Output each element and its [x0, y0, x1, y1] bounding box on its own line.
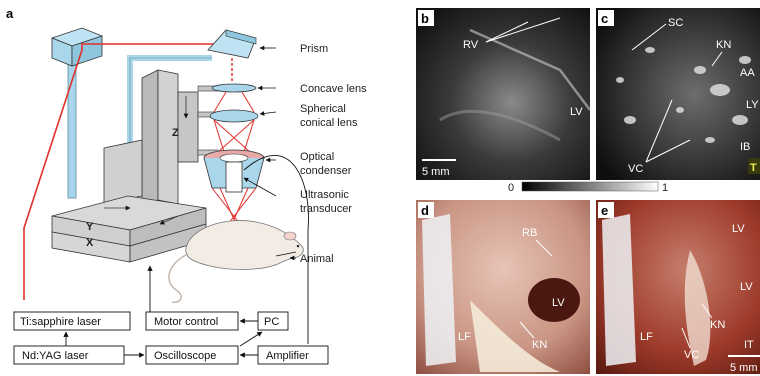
- label-c-sc: SC: [668, 17, 683, 29]
- oscilloscope-label: Oscilloscope: [154, 350, 216, 362]
- label-c-ly: LY: [746, 99, 759, 111]
- label-spherical-2: conical lens: [300, 117, 358, 129]
- block-connections: [66, 266, 262, 355]
- animal-eye: [297, 245, 300, 248]
- schematic-panel: a Z Y X: [6, 6, 367, 364]
- label-concave-lens: Concave lens: [300, 83, 367, 95]
- concave-lens: [212, 84, 256, 92]
- label-c-t: T: [750, 162, 757, 174]
- photoacoustic-image-c: [596, 8, 760, 180]
- label-e-scale: 5 mm: [730, 362, 758, 374]
- colorbar-max: 1: [662, 182, 668, 194]
- label-b-scale: 5 mm: [422, 166, 450, 178]
- animal-ear: [284, 232, 296, 240]
- label-optical-2: condenser: [300, 165, 352, 177]
- stage-x-label: X: [86, 237, 94, 249]
- panel-label-c: c: [601, 11, 608, 26]
- amplifier-label: Amplifier: [266, 350, 309, 362]
- photo-panel-d: d RB LV LF KN: [416, 200, 590, 374]
- label-d-lv: LV: [552, 297, 565, 309]
- panel-label-b: b: [421, 11, 429, 26]
- label-d-kn: KN: [532, 339, 547, 351]
- label-c-kn: KN: [716, 39, 731, 51]
- ultrasonic-transducer: [226, 162, 242, 192]
- skin-fold-d: [422, 214, 456, 366]
- block-diagram: Ti:sapphire laser Motor control PC Nd:YA…: [14, 312, 328, 364]
- pc-label: PC: [264, 316, 279, 328]
- stage-y-label: Y: [86, 221, 94, 233]
- colorbar: 0 1: [508, 182, 668, 194]
- label-spherical-1: Spherical: [300, 103, 346, 115]
- label-e-kn: KN: [710, 319, 725, 331]
- label-c-aa: AA: [740, 67, 755, 79]
- motor-control-label: Motor control: [154, 316, 218, 328]
- label-c-vc: VC: [628, 163, 643, 175]
- label-d-rb: RB: [522, 227, 537, 239]
- panel-label-d: d: [421, 203, 429, 218]
- ti-sapphire-label: Ti:sapphire laser: [20, 316, 101, 328]
- label-prism: Prism: [300, 43, 328, 55]
- panel-label-e: e: [601, 203, 608, 218]
- label-e-it: IT: [744, 339, 754, 351]
- label-e-vc: VC: [684, 349, 699, 361]
- spherical-conical-lens: [210, 110, 258, 122]
- image-panel-b: b RV LV 5 mm: [416, 8, 590, 180]
- nd-yag-label: Nd:YAG laser: [22, 350, 89, 362]
- panel-label-a: a: [6, 6, 14, 21]
- label-b-rv: RV: [463, 39, 479, 51]
- z-carriage: [178, 92, 198, 162]
- label-e-lv2: LV: [740, 281, 753, 293]
- label-e-lv1: LV: [732, 223, 745, 235]
- label-b-lv: LV: [570, 106, 583, 118]
- stage-z-label: Z: [172, 127, 179, 139]
- image-panel-c: c SC KN AA LY IB VC T: [596, 8, 760, 180]
- skin-fold-e: [602, 214, 636, 366]
- colorbar-gradient: [522, 182, 658, 191]
- z-column-side: [142, 70, 158, 208]
- stage-block: [104, 140, 142, 204]
- photo-panel-e: e LV LV LF KN VC IT 5 mm: [596, 200, 760, 374]
- animal-tail: [169, 254, 188, 302]
- label-c-ib: IB: [740, 141, 750, 153]
- colorbar-min: 0: [508, 182, 514, 194]
- converging-beams: [212, 188, 256, 224]
- label-d-lf: LF: [458, 331, 471, 343]
- label-animal: Animal: [300, 253, 334, 265]
- label-e-lf: LF: [640, 331, 653, 343]
- condenser-aperture: [220, 154, 248, 162]
- label-optical-1: Optical: [300, 151, 334, 163]
